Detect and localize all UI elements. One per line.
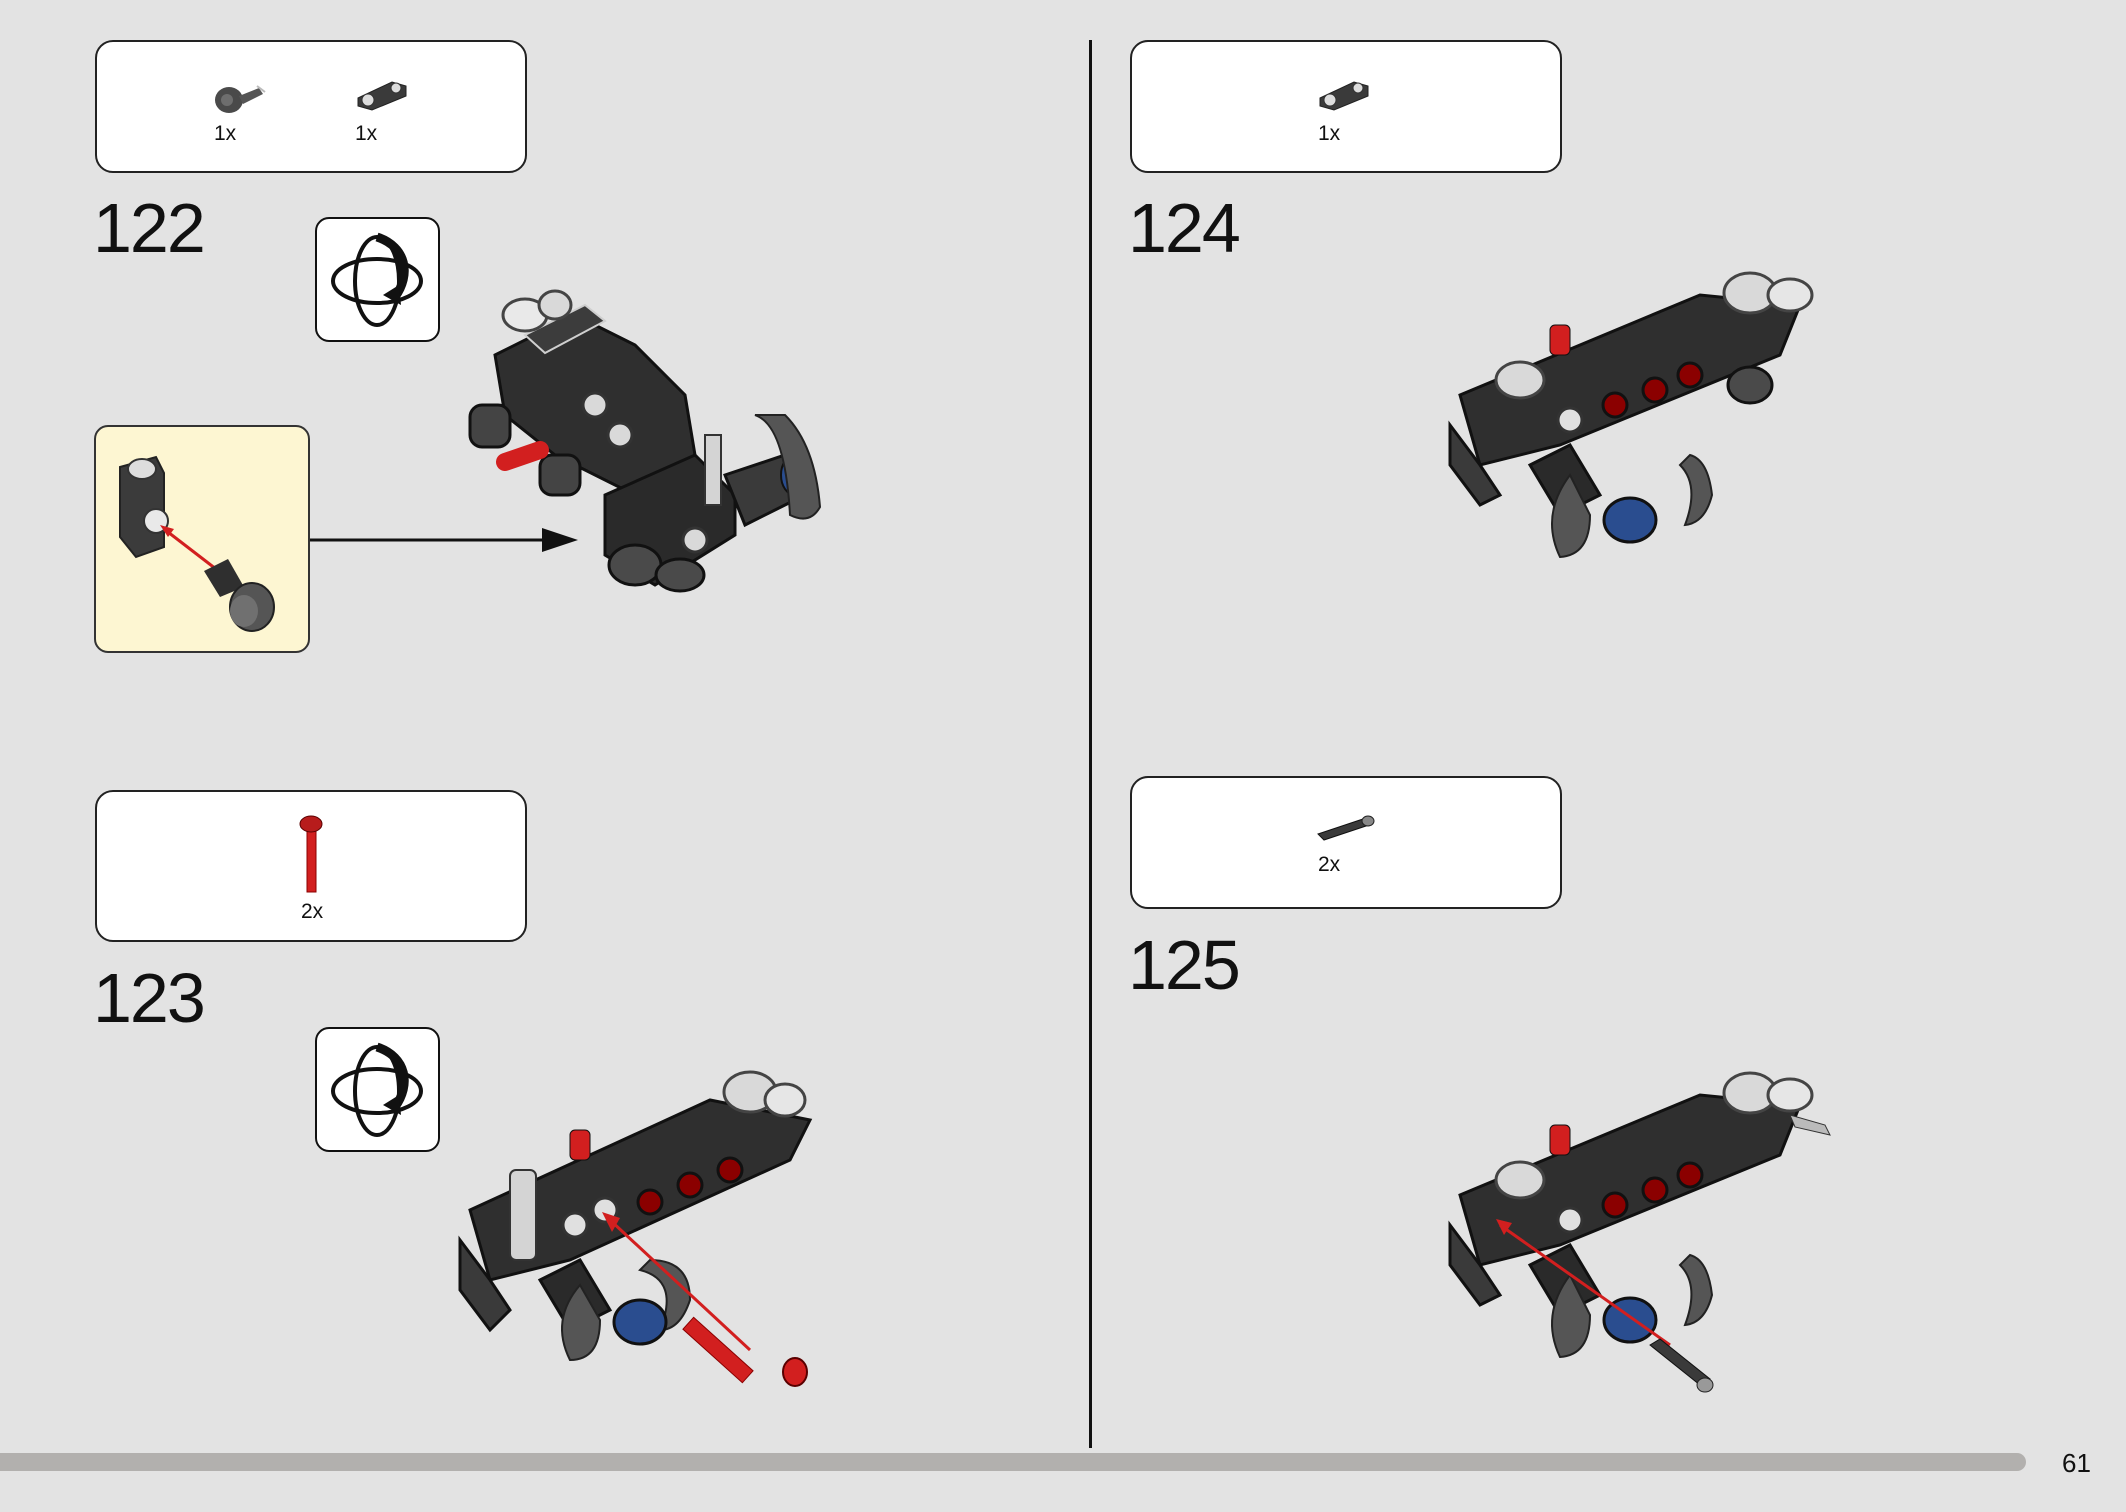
dark-axle-pin-icon xyxy=(1317,815,1375,841)
parts-list-step-125: 2x xyxy=(1130,776,1562,909)
model-illustration-step-122 xyxy=(468,289,822,593)
part-qty: 2x xyxy=(1318,853,1341,876)
callout-assembly-illustration xyxy=(119,455,275,632)
page-number: 61 xyxy=(2062,1448,2091,1478)
model-illustration-step-125 xyxy=(1448,1071,1831,1393)
parts-list-step-124: 1x xyxy=(1130,40,1562,173)
rotate-model-box xyxy=(315,217,440,342)
part-qty: 1x xyxy=(1318,122,1341,145)
step-number: 123 xyxy=(93,959,206,1037)
axle-pin-connector-icon xyxy=(357,81,407,111)
page-divider xyxy=(1089,40,1092,1448)
callout-arrow xyxy=(310,528,578,552)
model-illustration-step-124 xyxy=(1448,271,1814,559)
sub-assembly-callout xyxy=(94,425,310,653)
step-number: 125 xyxy=(1128,926,1241,1004)
axle-pin-connector-icon xyxy=(1319,81,1369,111)
rotate-model-icon xyxy=(331,1042,423,1137)
step-number: 124 xyxy=(1128,189,1241,267)
angle-connector-icon xyxy=(215,85,266,113)
rotate-model-icon xyxy=(331,232,423,327)
model-illustration-step-123 xyxy=(458,1070,813,1387)
progress-bar xyxy=(0,1453,2026,1471)
red-axle-pin-icon xyxy=(299,815,323,893)
parts-list-step-122: 1x 1x xyxy=(95,40,527,173)
rotate-model-box xyxy=(315,1027,440,1152)
parts-list-step-123: 2x xyxy=(95,790,527,942)
step-number: 122 xyxy=(93,189,206,267)
part-qty: 2x xyxy=(301,900,324,923)
part-qty: 1x xyxy=(355,122,378,145)
part-qty: 1x xyxy=(214,122,237,145)
